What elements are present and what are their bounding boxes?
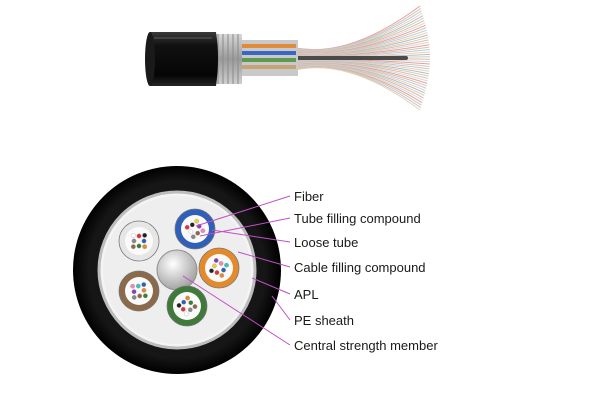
fiber xyxy=(136,243,142,249)
leader-line xyxy=(182,275,291,346)
central-strength-member-core xyxy=(156,249,198,291)
tube-filling-compound xyxy=(125,227,153,255)
tube-filling-compound xyxy=(173,292,201,320)
jacket-end-cap xyxy=(145,32,155,86)
fiber xyxy=(176,303,182,308)
fiber xyxy=(194,218,200,224)
fiber xyxy=(218,261,224,266)
fiber xyxy=(184,311,189,317)
fiber xyxy=(181,299,187,305)
tube-filling-compound xyxy=(181,215,209,243)
leader-line xyxy=(251,277,291,295)
fiber xyxy=(185,295,190,301)
fiber xyxy=(192,304,198,309)
fiber-strand xyxy=(295,8,422,51)
fiber xyxy=(190,234,196,240)
tube-filling-compound xyxy=(205,254,233,282)
fiber-strands xyxy=(295,5,431,111)
fiber xyxy=(209,268,214,274)
fiber xyxy=(130,232,136,238)
leader-lines xyxy=(182,195,291,346)
fiber xyxy=(213,258,219,263)
fiber xyxy=(135,283,141,289)
fiber xyxy=(200,228,206,234)
label-tube-filling-compound: Tube filling compound xyxy=(294,211,421,226)
fiber xyxy=(137,293,143,299)
cable-cross-section xyxy=(73,166,281,374)
label-central-strength-member: Central strength member xyxy=(294,338,438,353)
fiber xyxy=(188,229,194,235)
tube-filling-compound xyxy=(125,277,153,305)
fiber-strand xyxy=(295,20,425,53)
outer-jacket-side xyxy=(147,32,218,86)
tube-blue-strand xyxy=(238,51,296,55)
fiber xyxy=(131,238,137,244)
armor-ridges xyxy=(217,34,239,84)
tube-orange-strand xyxy=(238,44,296,48)
label-apl: APL xyxy=(294,287,319,302)
fiber xyxy=(131,295,137,300)
tube-green-strand xyxy=(238,58,296,62)
tube-brown-strand xyxy=(238,65,296,69)
fiber xyxy=(214,270,220,275)
fiber xyxy=(136,233,142,239)
fiber xyxy=(142,244,148,250)
fiber xyxy=(188,300,194,306)
label-cable-filling-compound: Cable filling compound xyxy=(294,260,426,275)
fiber xyxy=(221,267,226,273)
leader-line xyxy=(195,195,291,227)
fiber xyxy=(180,306,186,312)
label-fiber: Fiber xyxy=(294,189,324,204)
fiber xyxy=(131,289,137,295)
label-loose-tube: Loose tube xyxy=(294,235,359,250)
cable-side-view xyxy=(145,5,431,111)
fiber-strand xyxy=(295,67,421,111)
fiber xyxy=(219,273,225,278)
fiber xyxy=(141,287,147,293)
label-pe-sheath: PE sheath xyxy=(294,313,354,328)
fiber-strand xyxy=(295,12,423,52)
fiber xyxy=(143,293,148,299)
fiber xyxy=(195,230,201,236)
strength-rod xyxy=(296,56,408,60)
fiber xyxy=(189,222,195,228)
leader-line xyxy=(211,229,291,243)
fiber-strand xyxy=(295,10,422,51)
fiber-strand xyxy=(295,17,424,53)
fiber-strand xyxy=(295,15,424,52)
fiber xyxy=(142,232,148,238)
leader-line xyxy=(237,251,291,268)
fiber xyxy=(141,238,147,244)
fiber xyxy=(184,224,190,230)
leader-line xyxy=(271,295,291,321)
loose-tubes xyxy=(118,208,240,327)
fiber xyxy=(141,282,147,287)
fiber xyxy=(187,307,193,313)
fiber xyxy=(130,244,136,250)
fiber-strand xyxy=(295,5,421,51)
fiber xyxy=(224,262,229,268)
fiber xyxy=(212,263,217,269)
fiber xyxy=(130,283,135,289)
leader-line xyxy=(199,217,291,237)
